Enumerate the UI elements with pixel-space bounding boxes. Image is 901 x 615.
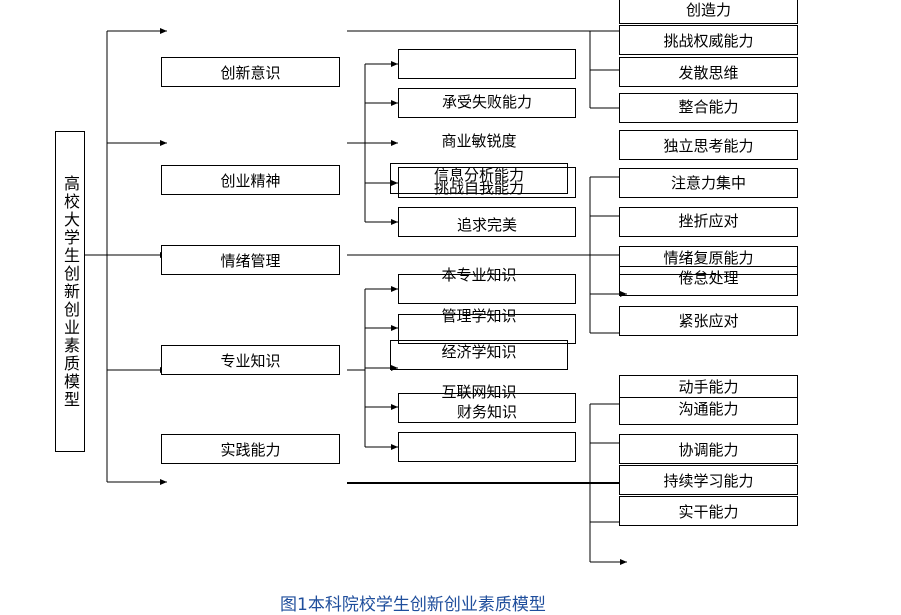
right-box-coordination: 协调能力 (619, 434, 798, 464)
middle-text-management-knowledge: 管理学知识 (441, 307, 517, 325)
right-box-concentration: 注意力集中 (619, 168, 798, 198)
middle-box-economics-knowledge: 经济学知识 (390, 340, 568, 370)
right-box-burnout-handling: 倦怠处理 (619, 266, 798, 296)
right-box-divergent-thinking: 发散思维 (619, 57, 798, 87)
middle-text-self-challenge: 挑战自我能力 (433, 179, 525, 197)
right-box-communication: 沟通能力 (619, 397, 798, 425)
right-box-stress-coping: 紧张应对 (619, 306, 798, 336)
category-box-practical-ability: 实践能力 (161, 434, 340, 464)
right-box-creativity: 创造力 (619, 0, 798, 24)
root-label: 高校大学生创新创业素质模型 (61, 174, 80, 409)
middle-text-internet-knowledge: 互联网知识 (441, 383, 517, 401)
middle-box-outline (398, 167, 576, 198)
middle-box-finance-knowledge: 财务知识 (398, 393, 576, 423)
right-box-challenge-authority: 挑战权威能力 (619, 25, 798, 55)
middle-text-major-knowledge: 本专业知识 (441, 266, 517, 284)
right-box-independent-thinking: 独立思考能力 (619, 130, 798, 160)
right-box-continuous-learning: 持续学习能力 (619, 465, 798, 495)
middle-box-empty-1 (398, 49, 576, 79)
middle-box-outline-3 (398, 314, 576, 344)
root-node: 高校大学生创新创业素质模型 (55, 131, 85, 452)
middle-text-business-acumen: 商业敏锐度 (441, 132, 517, 150)
right-box-integration: 整合能力 (619, 93, 798, 123)
middle-box-info-analysis: 信息分析能力 (390, 163, 568, 194)
middle-box-empty-2 (398, 432, 576, 462)
middle-box-failure-tolerance: 承受失败能力 (398, 88, 576, 118)
middle-box-outline-2 (398, 274, 576, 304)
right-box-emotional-recovery: 情绪复原能力 (619, 246, 798, 275)
figure-caption: 图1本科院校学生创新创业素质模型 (280, 595, 546, 615)
category-box-emotion-management: 情绪管理 (161, 245, 340, 275)
category-box-entrepreneurial-spirit: 创业精神 (161, 165, 340, 195)
middle-box-perfectionism: 追求完美 (398, 207, 576, 237)
category-box-innovation-awareness: 创新意识 (161, 57, 340, 87)
category-box-professional-knowledge: 专业知识 (161, 345, 340, 375)
right-box-frustration-coping: 挫折应对 (619, 207, 798, 237)
right-box-execution: 实干能力 (619, 496, 798, 526)
right-box-hands-on: 动手能力 (619, 375, 798, 398)
